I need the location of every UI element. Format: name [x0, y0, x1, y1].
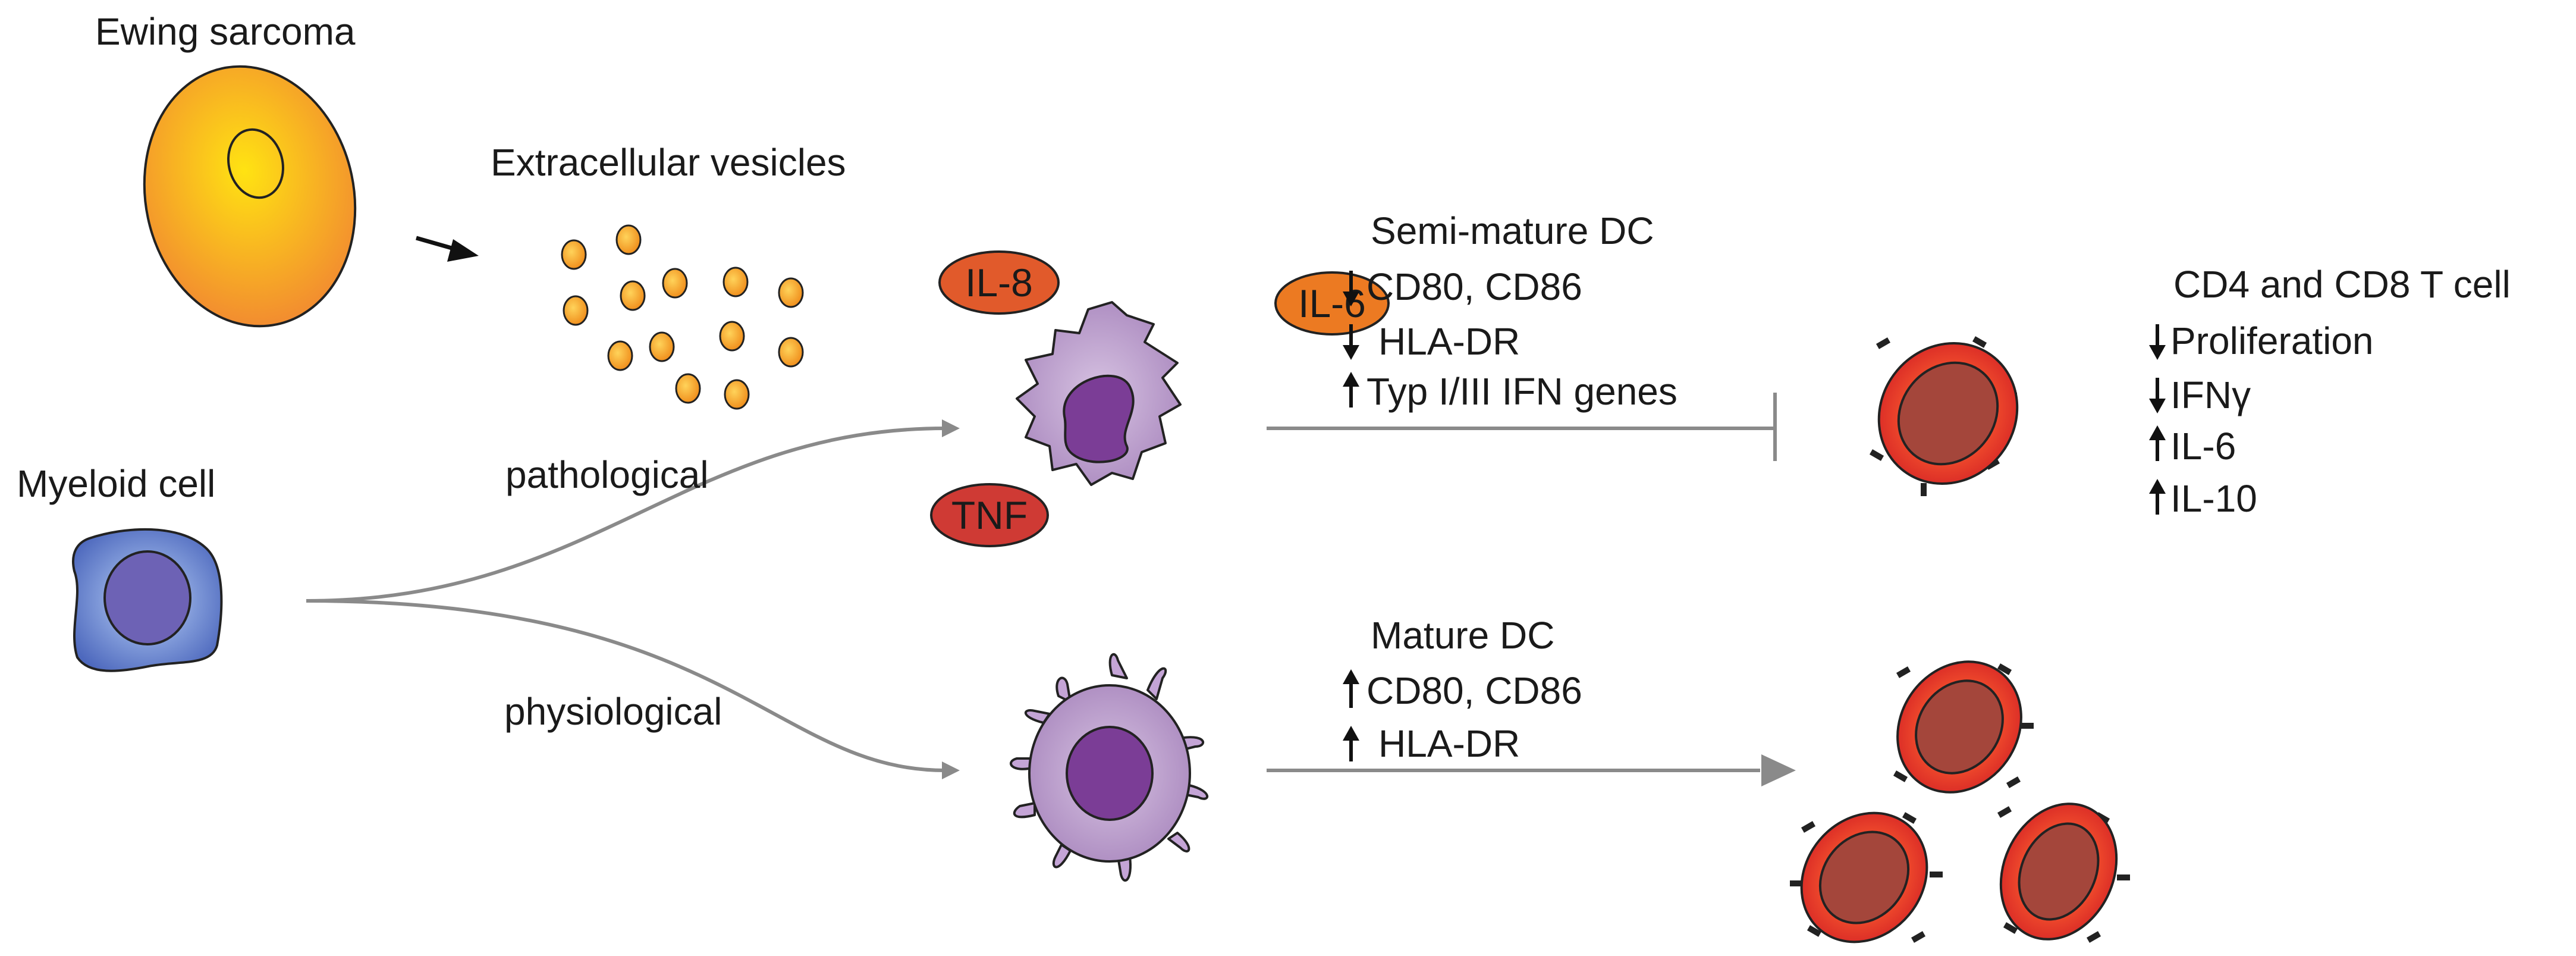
semi-mature-line-2: HLA-DR	[1378, 320, 1520, 363]
il6-label: IL-6	[1298, 281, 1366, 325]
myeloid-cell	[72, 528, 223, 672]
extracellular-vesicles-label: Extracellular vesicles	[491, 141, 846, 184]
up-arrow-icon	[1343, 372, 1359, 408]
semi-mature-dc-title: Semi-mature DC	[1371, 209, 1654, 252]
myeloid-cell-label: Myeloid cell	[17, 462, 215, 505]
mature-line-1: CD80, CD86	[1366, 669, 1582, 712]
vesicle	[778, 337, 804, 368]
suppressed-t-cell	[1869, 336, 2019, 496]
physiological-connector	[306, 599, 960, 779]
t-cell-line-2: IFNγ	[2170, 374, 2251, 416]
semi-mature-line-1: CD80, CD86	[1366, 265, 1582, 308]
vesicle	[662, 268, 688, 299]
secretion-arrow	[416, 236, 479, 262]
mature-dc	[1010, 653, 1208, 882]
vesicle	[649, 331, 675, 362]
vesicle	[563, 295, 589, 326]
down-arrow-icon	[2149, 378, 2166, 413]
down-arrow-icon	[1343, 324, 1359, 360]
ewing-sarcoma-cell	[143, 65, 357, 328]
activated-t-cell	[1997, 803, 2130, 943]
vesicle	[561, 239, 587, 270]
vesicle	[620, 280, 646, 311]
t-cell-annotation: CD4 and CD8 T cell Proliferation IFNγ IL…	[2149, 263, 2511, 520]
up-arrow-icon	[2149, 479, 2166, 515]
inhibition-connector	[1267, 393, 1777, 461]
mature-dc-annotation: Mature DC CD80, CD86 HLA-DR	[1343, 614, 1582, 765]
ewing-sarcoma-label: Ewing sarcoma	[95, 10, 356, 53]
il8-label: IL-8	[965, 261, 1033, 305]
activated-t-cell	[1790, 811, 1943, 944]
t-cell-line-3: IL-6	[2170, 425, 2236, 468]
tnf-label: TNF	[951, 493, 1028, 537]
up-arrow-icon	[1343, 669, 1359, 708]
mature-dc-title: Mature DC	[1371, 614, 1554, 657]
pathological-connector	[306, 419, 960, 603]
down-arrow-icon	[2149, 324, 2166, 360]
vesicle	[675, 373, 701, 404]
physiological-label: physiological	[504, 690, 722, 733]
up-arrow-icon	[1343, 726, 1359, 761]
il8-cytokine: IL-8	[938, 250, 1060, 315]
vesicle	[607, 340, 633, 371]
vesicle	[719, 321, 745, 352]
vesicle	[722, 267, 749, 297]
vesicle	[724, 379, 750, 410]
il6-cytokine: IL-6	[1274, 271, 1390, 336]
vesicle	[615, 224, 642, 255]
t-cell-line-4: IL-10	[2170, 477, 2257, 520]
pathological-label: pathological	[505, 453, 709, 496]
up-arrow-icon	[2149, 425, 2166, 461]
activation-connector	[1267, 754, 1796, 786]
down-arrow-icon	[1343, 271, 1359, 306]
mature-line-2: HLA-DR	[1378, 722, 1520, 765]
t-cell-line-1: Proliferation	[2170, 319, 2374, 362]
activated-t-cell	[1893, 660, 2034, 794]
semi-mature-dc	[1016, 301, 1182, 486]
t-cell-title: CD4 and CD8 T cell	[2173, 263, 2511, 306]
tnf-cytokine: TNF	[930, 483, 1049, 547]
extracellular-vesicles	[561, 224, 804, 410]
semi-mature-dc-annotation: Semi-mature DC CD80, CD86 HLA-DR Typ I/I…	[1343, 209, 1677, 413]
vesicle	[778, 277, 804, 308]
semi-mature-line-3: Typ I/III IFN genes	[1366, 370, 1677, 413]
